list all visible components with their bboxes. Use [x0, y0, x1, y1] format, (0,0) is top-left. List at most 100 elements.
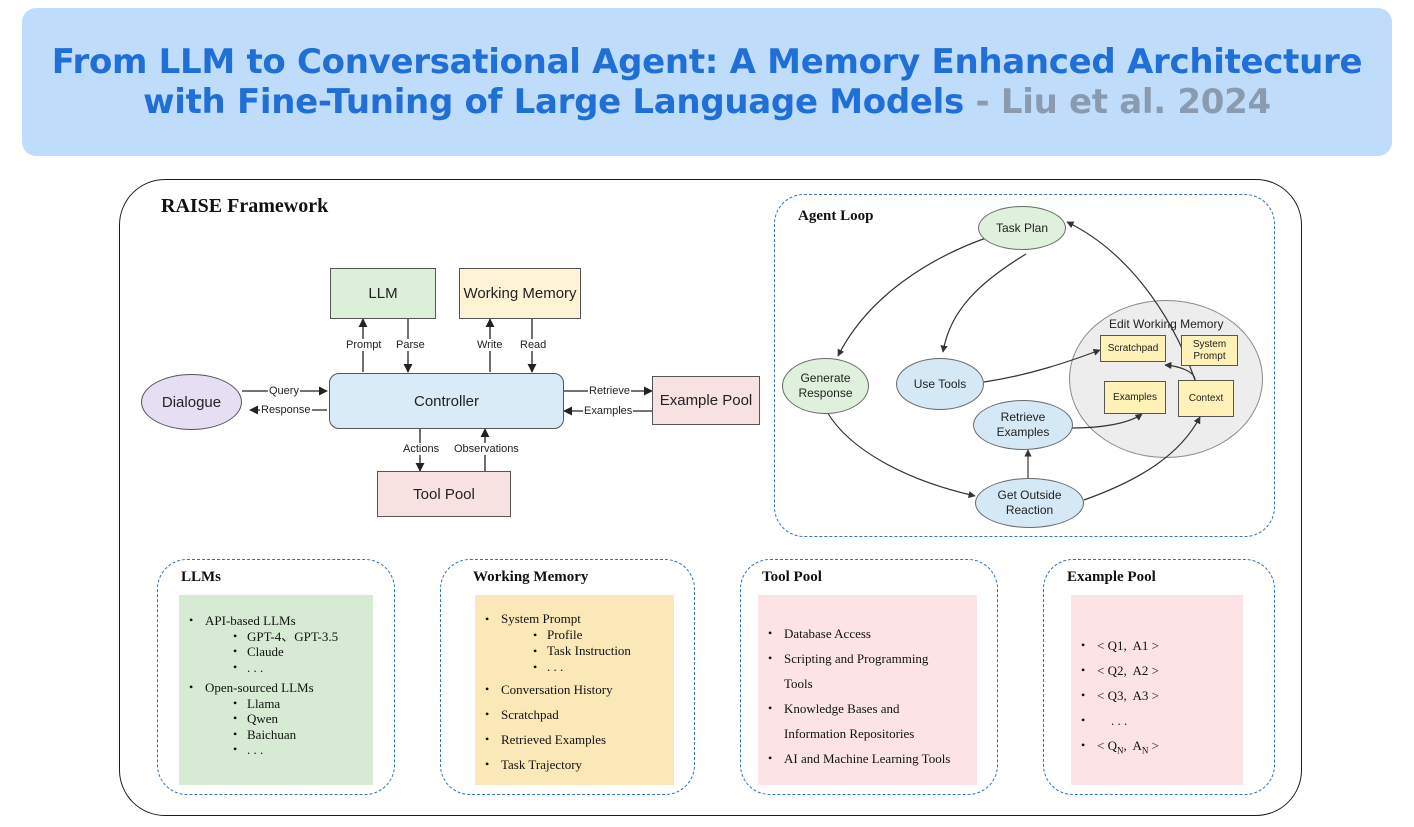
- example-item: < QN, AN >: [1079, 733, 1243, 764]
- example-a: A1: [1132, 638, 1149, 653]
- generate-response-line1: Generate: [800, 371, 851, 385]
- example-a: A2: [1132, 663, 1149, 678]
- agent-loop-panel: [774, 194, 1275, 537]
- tool-item-line: Tools: [784, 676, 813, 691]
- llm-item: . . .: [233, 660, 373, 676]
- llms-group-open-label: Open-sourced LLMs: [205, 680, 314, 695]
- actions-label: Actions: [402, 443, 441, 455]
- generate-response-line2: Response: [798, 386, 853, 400]
- working-memory-card: System Prompt Profile Task Instruction .…: [475, 595, 674, 785]
- tool-item-line: Database Access: [784, 626, 871, 641]
- llm-item: . . .: [233, 742, 373, 758]
- example-item: . . .: [1079, 708, 1243, 733]
- tool-item-line: Scripting and Programming: [784, 651, 929, 666]
- scratchpad-box: Scratchpad: [1100, 335, 1166, 362]
- retrieve-label: Retrieve: [588, 385, 631, 397]
- example-q: Q1: [1107, 638, 1124, 653]
- retrieve-examples-line1: Retrieve: [1000, 410, 1046, 424]
- taskplan-to-generate: [837, 237, 987, 357]
- system-prompt-line1: System: [1192, 339, 1227, 350]
- banner-title: From LLM to Conversational Agent: A Memo…: [52, 42, 1363, 122]
- tool-item: AI and Machine Learning Tools: [766, 746, 977, 771]
- wm-system-prompt-label: System Prompt: [501, 611, 581, 626]
- agent-loop-title: Agent Loop: [798, 208, 874, 224]
- title-line-1: From LLM to Conversational Agent: A Memo…: [51, 41, 1363, 82]
- controller-box: Controller: [329, 373, 564, 429]
- tool-pool-title: Tool Pool: [762, 569, 822, 585]
- example-a: A: [1132, 738, 1142, 753]
- outside-to-context: [1083, 416, 1201, 501]
- example-q: Q3: [1107, 688, 1124, 703]
- tool-item: Database Access: [766, 621, 977, 646]
- dialogue-ellipse: Dialogue: [141, 374, 242, 430]
- working-memory-box: Working Memory: [459, 268, 581, 319]
- retrieve-examples-line2: Examples: [996, 425, 1050, 439]
- llms-group-api-label: API-based LLMs: [205, 613, 296, 628]
- example-a: A3: [1132, 688, 1149, 703]
- wm-system-prompt: System Prompt Profile Task Instruction .…: [483, 611, 674, 675]
- wm-item: Conversation History: [483, 677, 674, 702]
- response-label: Response: [260, 404, 312, 416]
- wm-sub-item: . . .: [533, 659, 674, 675]
- example-q: Q: [1107, 738, 1117, 753]
- title-separator: -: [975, 82, 990, 122]
- title-banner: From LLM to Conversational Agent: A Memo…: [22, 8, 1392, 156]
- use-tools-node: Use Tools: [896, 358, 984, 410]
- get-outside-reaction-line2: Reaction: [1005, 503, 1054, 517]
- title-line-2: with Fine-Tuning of Large Language Model…: [143, 82, 964, 122]
- framework-title: RAISE Framework: [161, 195, 329, 217]
- examples-mini-box: Examples: [1104, 381, 1166, 414]
- working-memory-title: Working Memory: [473, 569, 589, 585]
- example-pool-card: < Q1, A1 > < Q2, A2 > < Q3, A3 > . . . <…: [1071, 595, 1243, 785]
- prompt-label: Prompt: [345, 339, 383, 351]
- example-item: < Q3, A3 >: [1079, 683, 1243, 708]
- system-prompt-line2: Prompt: [1193, 350, 1226, 362]
- example-pool-box: Example Pool: [652, 376, 760, 425]
- taskplan-to-usetools: [940, 253, 1027, 353]
- observations-label: Observations: [453, 443, 520, 455]
- wm-item: Scratchpad: [483, 702, 674, 727]
- llms-group-open: Open-sourced LLMs Llama Qwen Baichuan . …: [187, 680, 373, 758]
- edit-working-memory-title: Edit Working Memory: [1109, 317, 1224, 331]
- task-plan-node: Task Plan: [978, 206, 1066, 250]
- working-memory-panel: [440, 559, 695, 795]
- llm-item: Baichuan: [233, 727, 373, 743]
- context-mini-box: Context: [1178, 380, 1234, 417]
- example-ellipsis: . . .: [1111, 713, 1128, 728]
- llms-card: API-based LLMs GPT-4、GPT-3.5 Claude . . …: [179, 595, 373, 785]
- tool-pool-card: Database Access Scripting and Programmin…: [758, 595, 977, 785]
- read-label: Read: [519, 339, 548, 351]
- llm-item: Qwen: [233, 711, 373, 727]
- tool-item-line: Information Repositories: [784, 726, 915, 741]
- raise-framework-frame: [119, 179, 1302, 816]
- example-pool-panel: [1043, 559, 1275, 795]
- examples-label: Examples: [583, 405, 634, 417]
- llms-title: LLMs: [181, 569, 222, 585]
- llm-box: LLM: [330, 268, 436, 319]
- citation: Liu et al. 2024: [1000, 82, 1271, 122]
- write-label: Write: [476, 339, 504, 351]
- query-label: Query: [268, 385, 300, 397]
- edit-working-memory-ellipse: [1069, 300, 1263, 458]
- tool-item-line: AI and Machine Learning Tools: [784, 751, 951, 766]
- tool-pool-panel: [740, 559, 998, 795]
- example-a-sub: N: [1141, 745, 1149, 756]
- example-pool-title: Example Pool: [1067, 569, 1156, 585]
- llm-item: Claude: [233, 644, 373, 660]
- retrieve-to-examples: [1071, 413, 1143, 429]
- wm-item: Task Trajectory: [483, 752, 674, 777]
- llms-group-api: API-based LLMs GPT-4、GPT-3.5 Claude . . …: [187, 613, 373, 675]
- example-item: < Q1, A1 >: [1079, 633, 1243, 658]
- wm-sub-item: Profile: [533, 627, 674, 643]
- example-item: < Q2, A2 >: [1079, 658, 1243, 683]
- tool-pool-box: Tool Pool: [377, 471, 511, 517]
- llm-item: Llama: [233, 696, 373, 712]
- wm-item: Retrieved Examples: [483, 727, 674, 752]
- context-to-scratchpad: [1164, 361, 1196, 381]
